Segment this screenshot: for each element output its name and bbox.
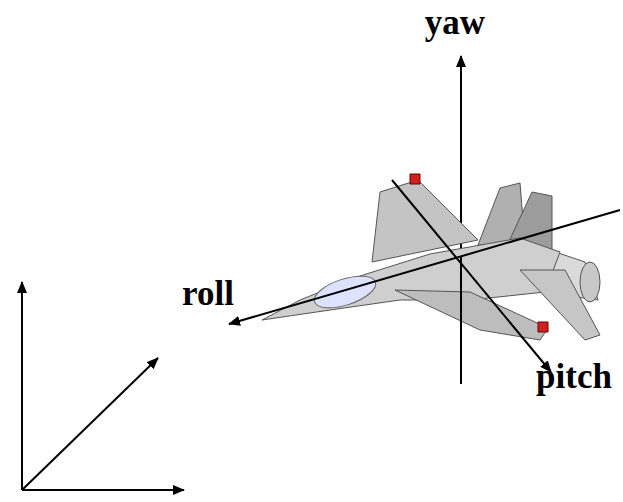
axis-label: yaw bbox=[425, 5, 485, 40]
yaw-axis bbox=[460, 56, 462, 384]
roll-axis bbox=[229, 210, 620, 324]
axis-label: pitch bbox=[536, 359, 612, 394]
jet bbox=[262, 174, 600, 340]
axis-label: roll bbox=[182, 276, 234, 311]
reference-frame bbox=[22, 282, 184, 490]
pitch-axis bbox=[392, 180, 551, 372]
yaw-axis-lower bbox=[460, 257, 462, 384]
